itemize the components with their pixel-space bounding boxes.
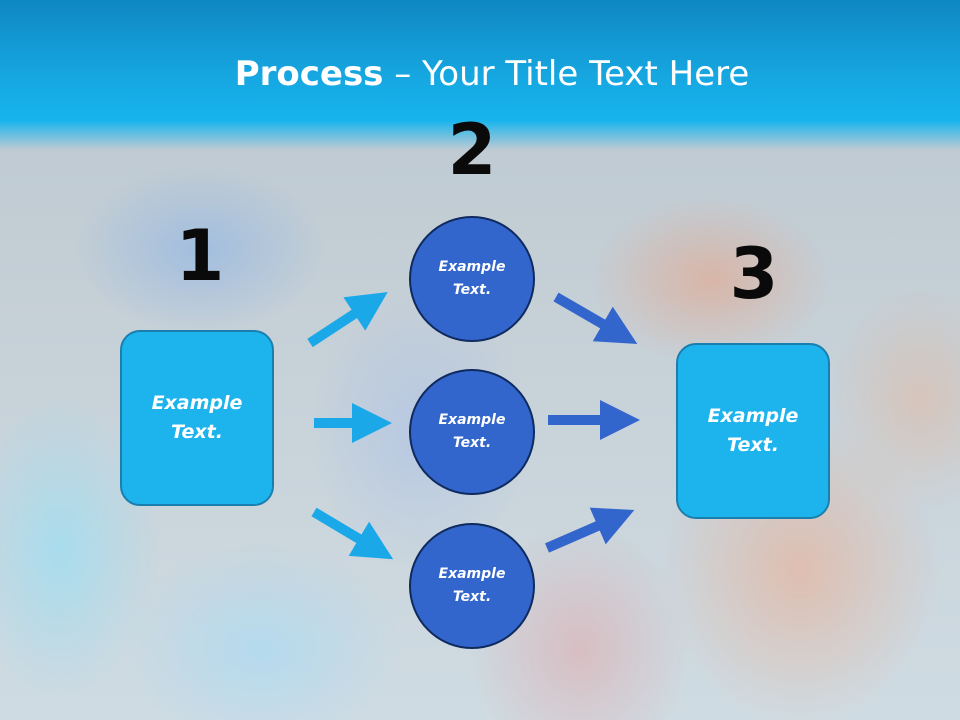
title-rest-part: – Your Title Text Here — [383, 54, 750, 94]
step1-box: Example Text. — [120, 330, 274, 506]
arrow-circle-bottom-to-box — [545, 507, 635, 553]
arrow-box-to-circle-top — [307, 292, 388, 348]
step-number-3: 3 — [729, 233, 779, 315]
step1-box-text: Example Text. — [151, 392, 243, 443]
step2-circle-bottom: Example Text. — [409, 523, 535, 649]
step-number-1: 1 — [175, 215, 225, 297]
step2-circle-top: Example Text. — [409, 216, 535, 342]
step3-box: Example Text. — [676, 343, 830, 519]
arrow-box-to-circle-bottom — [311, 507, 394, 560]
step2-circle-middle: Example Text. — [409, 369, 535, 495]
title-bold-part: Process — [234, 54, 384, 94]
step-number-2: 2 — [447, 109, 497, 191]
title-banner — [0, 0, 960, 150]
arrow-circle-top-to-box — [553, 292, 638, 345]
circle-top-text: Example Text. — [438, 259, 506, 298]
slide-title: Process – Your Title Text Here — [0, 52, 960, 96]
step3-box-text: Example Text. — [707, 405, 799, 456]
circle-middle-text: Example Text. — [438, 412, 506, 451]
circle-bottom-text: Example Text. — [438, 566, 506, 605]
